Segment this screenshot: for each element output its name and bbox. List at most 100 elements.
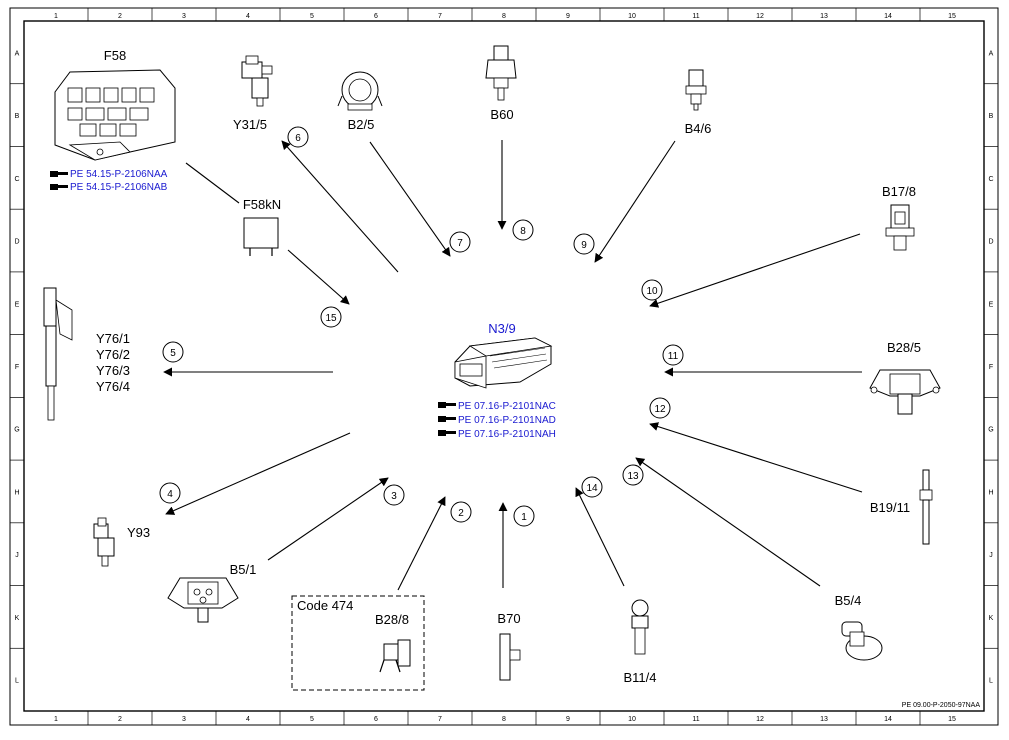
code-474-label: Code 474	[297, 598, 353, 613]
ecu-ref-1[interactable]: PE 07.16-P-2101NAC	[458, 401, 556, 412]
signal-number-markers: 1 2 3 4 5 6 7 8 9 10 11 12 13 14 15	[159, 126, 684, 527]
signal-marker-4: 4	[159, 482, 181, 504]
grid-row-label: H	[988, 489, 993, 496]
grid-row-label: K	[15, 615, 20, 622]
grid-row-label: J	[15, 552, 19, 559]
svg-text:10: 10	[646, 286, 658, 297]
svg-text:8: 8	[520, 226, 526, 237]
b17-8-label: B17/8	[882, 184, 916, 199]
grid-column-label: 2	[118, 13, 122, 20]
grid-column-label: 15	[948, 13, 956, 20]
svg-text:9: 9	[581, 240, 587, 251]
svg-text:1: 1	[521, 512, 527, 523]
grid-column-label: 7	[438, 716, 442, 723]
valve-icon	[93, 517, 115, 567]
y76-label-3: Y76/3	[96, 363, 130, 378]
grid-row-label: L	[989, 678, 993, 685]
grid-row-label: G	[988, 427, 993, 434]
ecu-ref-list: PE 07.16-P-2101NAC PE 07.16-P-2101NAD PE…	[438, 401, 556, 440]
component-b60: B60	[485, 45, 517, 122]
temperature-sensor-icon	[919, 469, 933, 545]
grid-column-label: 6	[374, 716, 378, 723]
signal-marker-2: 2	[450, 501, 472, 523]
svg-text:6: 6	[295, 133, 301, 144]
valve-icon	[241, 55, 273, 107]
ecu-ref-2[interactable]: PE 07.16-P-2101NAD	[458, 415, 556, 426]
fuse-box-icon	[54, 69, 176, 161]
relay-icon	[243, 217, 279, 256]
svg-text:5: 5	[170, 348, 176, 359]
arrow-3	[267, 477, 389, 561]
b4-6-label: B4/6	[685, 121, 712, 136]
component-b70: B70	[497, 611, 521, 681]
arrow-15	[287, 249, 350, 305]
grid-column-label: 8	[502, 716, 506, 723]
pointing-hand-icon	[438, 402, 456, 408]
grid-column-label: 10	[628, 716, 636, 723]
pressure-sensor-icon	[167, 577, 239, 623]
f58-ref-1[interactable]: PE 54.15-P-2106NAA	[70, 169, 168, 180]
b28-8-label: B28/8	[375, 612, 409, 627]
grid-column-label: 10	[628, 13, 636, 20]
signal-marker-7: 7	[449, 231, 471, 253]
f58-ref-2[interactable]: PE 54.15-P-2106NAB	[70, 182, 168, 193]
control-unit-n3-9: N3/9 PE 07.16-P-2101NAC PE 07.16-P-2101N…	[438, 321, 556, 440]
component-y31-5: Y31/5	[233, 55, 273, 132]
svg-text:7: 7	[457, 238, 463, 249]
signal-marker-9: 9	[573, 233, 595, 255]
grid-column-label: 11	[692, 716, 699, 723]
grid-row-label: J	[989, 552, 993, 559]
grid-column-label: 3	[182, 716, 186, 723]
grid-column-label: 3	[182, 13, 186, 20]
grid-column-label: 9	[566, 13, 570, 20]
component-b19-11: B19/11	[870, 469, 933, 545]
signal-marker-13: 13	[622, 464, 644, 486]
grid-column-label: 7	[438, 13, 442, 20]
component-b5-4: B5/4	[835, 593, 883, 661]
grid-column-label: 4	[246, 13, 250, 20]
grid-column-label: 12	[756, 716, 764, 723]
grid-row-label: B	[989, 113, 994, 120]
b19-11-label: B19/11	[870, 500, 910, 515]
grid-row-label: F	[15, 364, 19, 371]
component-b28-5: B28/5	[869, 340, 941, 415]
grid-column-label: 5	[310, 716, 314, 723]
grid-column-label: 11	[692, 13, 699, 20]
grid-column-label: 4	[246, 716, 250, 723]
grid-row-label: E	[15, 301, 20, 308]
pressure-sensor-icon	[485, 45, 517, 101]
grid-column-label: 14	[884, 13, 892, 20]
component-f58: F58 PE 54.15-P-2106NAA PE 54.15-P-2106NA…	[50, 48, 176, 193]
b5-1-label: B5/1	[230, 562, 257, 577]
ecu-ref-3[interactable]: PE 07.16-P-2101NAH	[458, 429, 556, 440]
grid-row-label: D	[14, 239, 19, 246]
grid-row-label: C	[14, 176, 19, 183]
component-b2-5: B2/5	[337, 71, 383, 132]
arrow-7	[369, 141, 451, 257]
connector-f58-f58kn	[185, 162, 240, 204]
grid-column-label: 13	[820, 716, 828, 723]
grid-column-label: 6	[374, 13, 378, 20]
svg-text:11: 11	[668, 351, 679, 362]
air-mass-sensor-icon	[337, 71, 383, 111]
grid-column-label: 15	[948, 716, 956, 723]
temperature-sensor-icon	[631, 599, 649, 655]
pressure-sensor-icon	[841, 621, 883, 661]
svg-text:12: 12	[654, 404, 666, 415]
f58-label: F58	[104, 48, 126, 63]
ecu-icon	[454, 337, 553, 389]
b28-5-label: B28/5	[887, 340, 921, 355]
grid-row-label: E	[989, 301, 994, 308]
component-f58kn: F58kN	[243, 197, 281, 256]
arrow-4	[165, 432, 351, 515]
svg-text:13: 13	[627, 471, 639, 482]
component-y93: Y93	[93, 517, 150, 567]
b70-label: B70	[497, 611, 520, 626]
grid-column-label: 1	[54, 13, 58, 20]
ecu-label: N3/9	[488, 321, 515, 336]
svg-text:15: 15	[325, 313, 337, 324]
signal-marker-14: 14	[581, 476, 603, 498]
component-b5-1: B5/1	[167, 562, 257, 623]
signal-marker-3: 3	[383, 484, 405, 506]
grid-row-label: H	[14, 489, 19, 496]
